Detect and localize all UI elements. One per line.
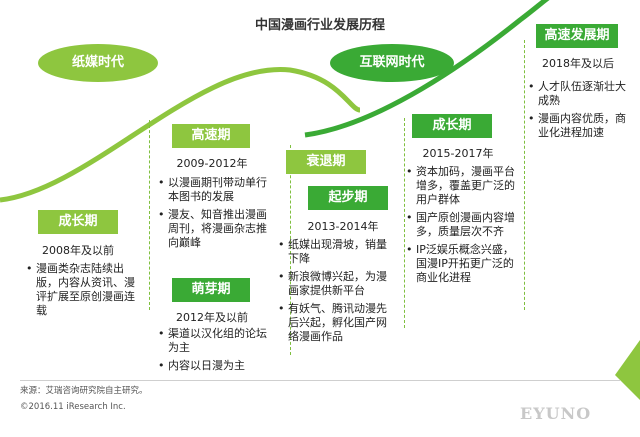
source-note: 来源：艾瑞咨询研究院自主研究。 bbox=[20, 386, 148, 396]
list-item: 人才队伍逐渐壮大成熟 bbox=[528, 80, 632, 108]
stage-label-high-speed: 高速期 bbox=[172, 124, 250, 148]
guide-line bbox=[524, 40, 525, 310]
guide-line bbox=[404, 118, 405, 328]
stage-date: 2009-2012年 bbox=[176, 157, 248, 170]
list-item: IP泛娱乐概念兴盛，国漫IP开拓更广泛的商业化进程 bbox=[406, 243, 518, 285]
stage-label-sprout: 萌芽期 bbox=[172, 278, 250, 302]
list-item: 漫画内容优质，商业化进程加速 bbox=[528, 112, 632, 140]
era-print: 纸媒时代 bbox=[38, 44, 158, 82]
list-item: 国产原创漫画内容增多，质量层次不齐 bbox=[406, 211, 518, 239]
list-item: 新浪微博兴起，为漫画家提供新平台 bbox=[278, 270, 390, 298]
list-item: 有妖气、腾讯动漫先后兴起，孵化国产网络漫画作品 bbox=[278, 302, 390, 344]
stage-date: 2015-2017年 bbox=[422, 147, 494, 160]
stage-label-rapid-development: 高速发展期 bbox=[536, 24, 618, 48]
stage-date: 2018年及以后 bbox=[542, 57, 614, 70]
list-item: 漫友、知音推出漫画周刊，将漫画杂志推向巅峰 bbox=[158, 208, 270, 250]
footer-divider bbox=[20, 380, 620, 381]
stage-date: 2012年及以前 bbox=[176, 311, 248, 324]
stage-label-start: 起步期 bbox=[308, 186, 388, 210]
copyright: ©2016.11 iResearch Inc. bbox=[20, 402, 126, 412]
list-item: 漫画类杂志陆续出版，内容从资讯、漫评扩展至原创漫画连载 bbox=[26, 262, 144, 318]
list-item: 以漫画期刊带动单行本图书的发展 bbox=[158, 176, 270, 204]
stage-label-decline: 衰退期 bbox=[286, 150, 366, 174]
guide-line bbox=[149, 120, 150, 310]
list-item: 渠道以汉化组的论坛为主 bbox=[158, 327, 270, 355]
list-item: 纸媒出现滑坡，销量下降 bbox=[278, 238, 390, 266]
stage-items: 以漫画期刊带动单行本图书的发展 漫友、知音推出漫画周刊，将漫画杂志推向巅峰 bbox=[158, 176, 270, 254]
stage-label-growth-early: 成长期 bbox=[38, 210, 118, 234]
stage-items: 人才队伍逐渐壮大成熟 漫画内容优质，商业化进程加速 bbox=[528, 80, 632, 144]
stage-items: 漫画类杂志陆续出版，内容从资讯、漫评扩展至原创漫画连载 bbox=[26, 262, 144, 322]
stage-date: 2013-2014年 bbox=[307, 220, 379, 233]
stage-items: 渠道以汉化组的论坛为主 内容以日漫为主 bbox=[158, 327, 270, 377]
watermark-logo: EYUNO bbox=[520, 404, 592, 423]
stage-items: 资本加码，漫画平台增多，覆盖更广泛的用户群体 国产原创漫画内容增多，质量层次不齐… bbox=[406, 165, 518, 289]
stage-items: 纸媒出现滑坡，销量下降 新浪微博兴起，为漫画家提供新平台 有妖气、腾讯动漫先后兴… bbox=[278, 238, 390, 348]
list-item: 资本加码，漫画平台增多，覆盖更广泛的用户群体 bbox=[406, 165, 518, 207]
stage-date: 2008年及以前 bbox=[42, 244, 114, 257]
list-item: 内容以日漫为主 bbox=[158, 359, 270, 373]
page-title: 中国漫画行业发展历程 bbox=[254, 18, 385, 33]
era-internet: 互联网时代 bbox=[330, 44, 454, 82]
stage-label-growth-later: 成长期 bbox=[412, 114, 492, 138]
